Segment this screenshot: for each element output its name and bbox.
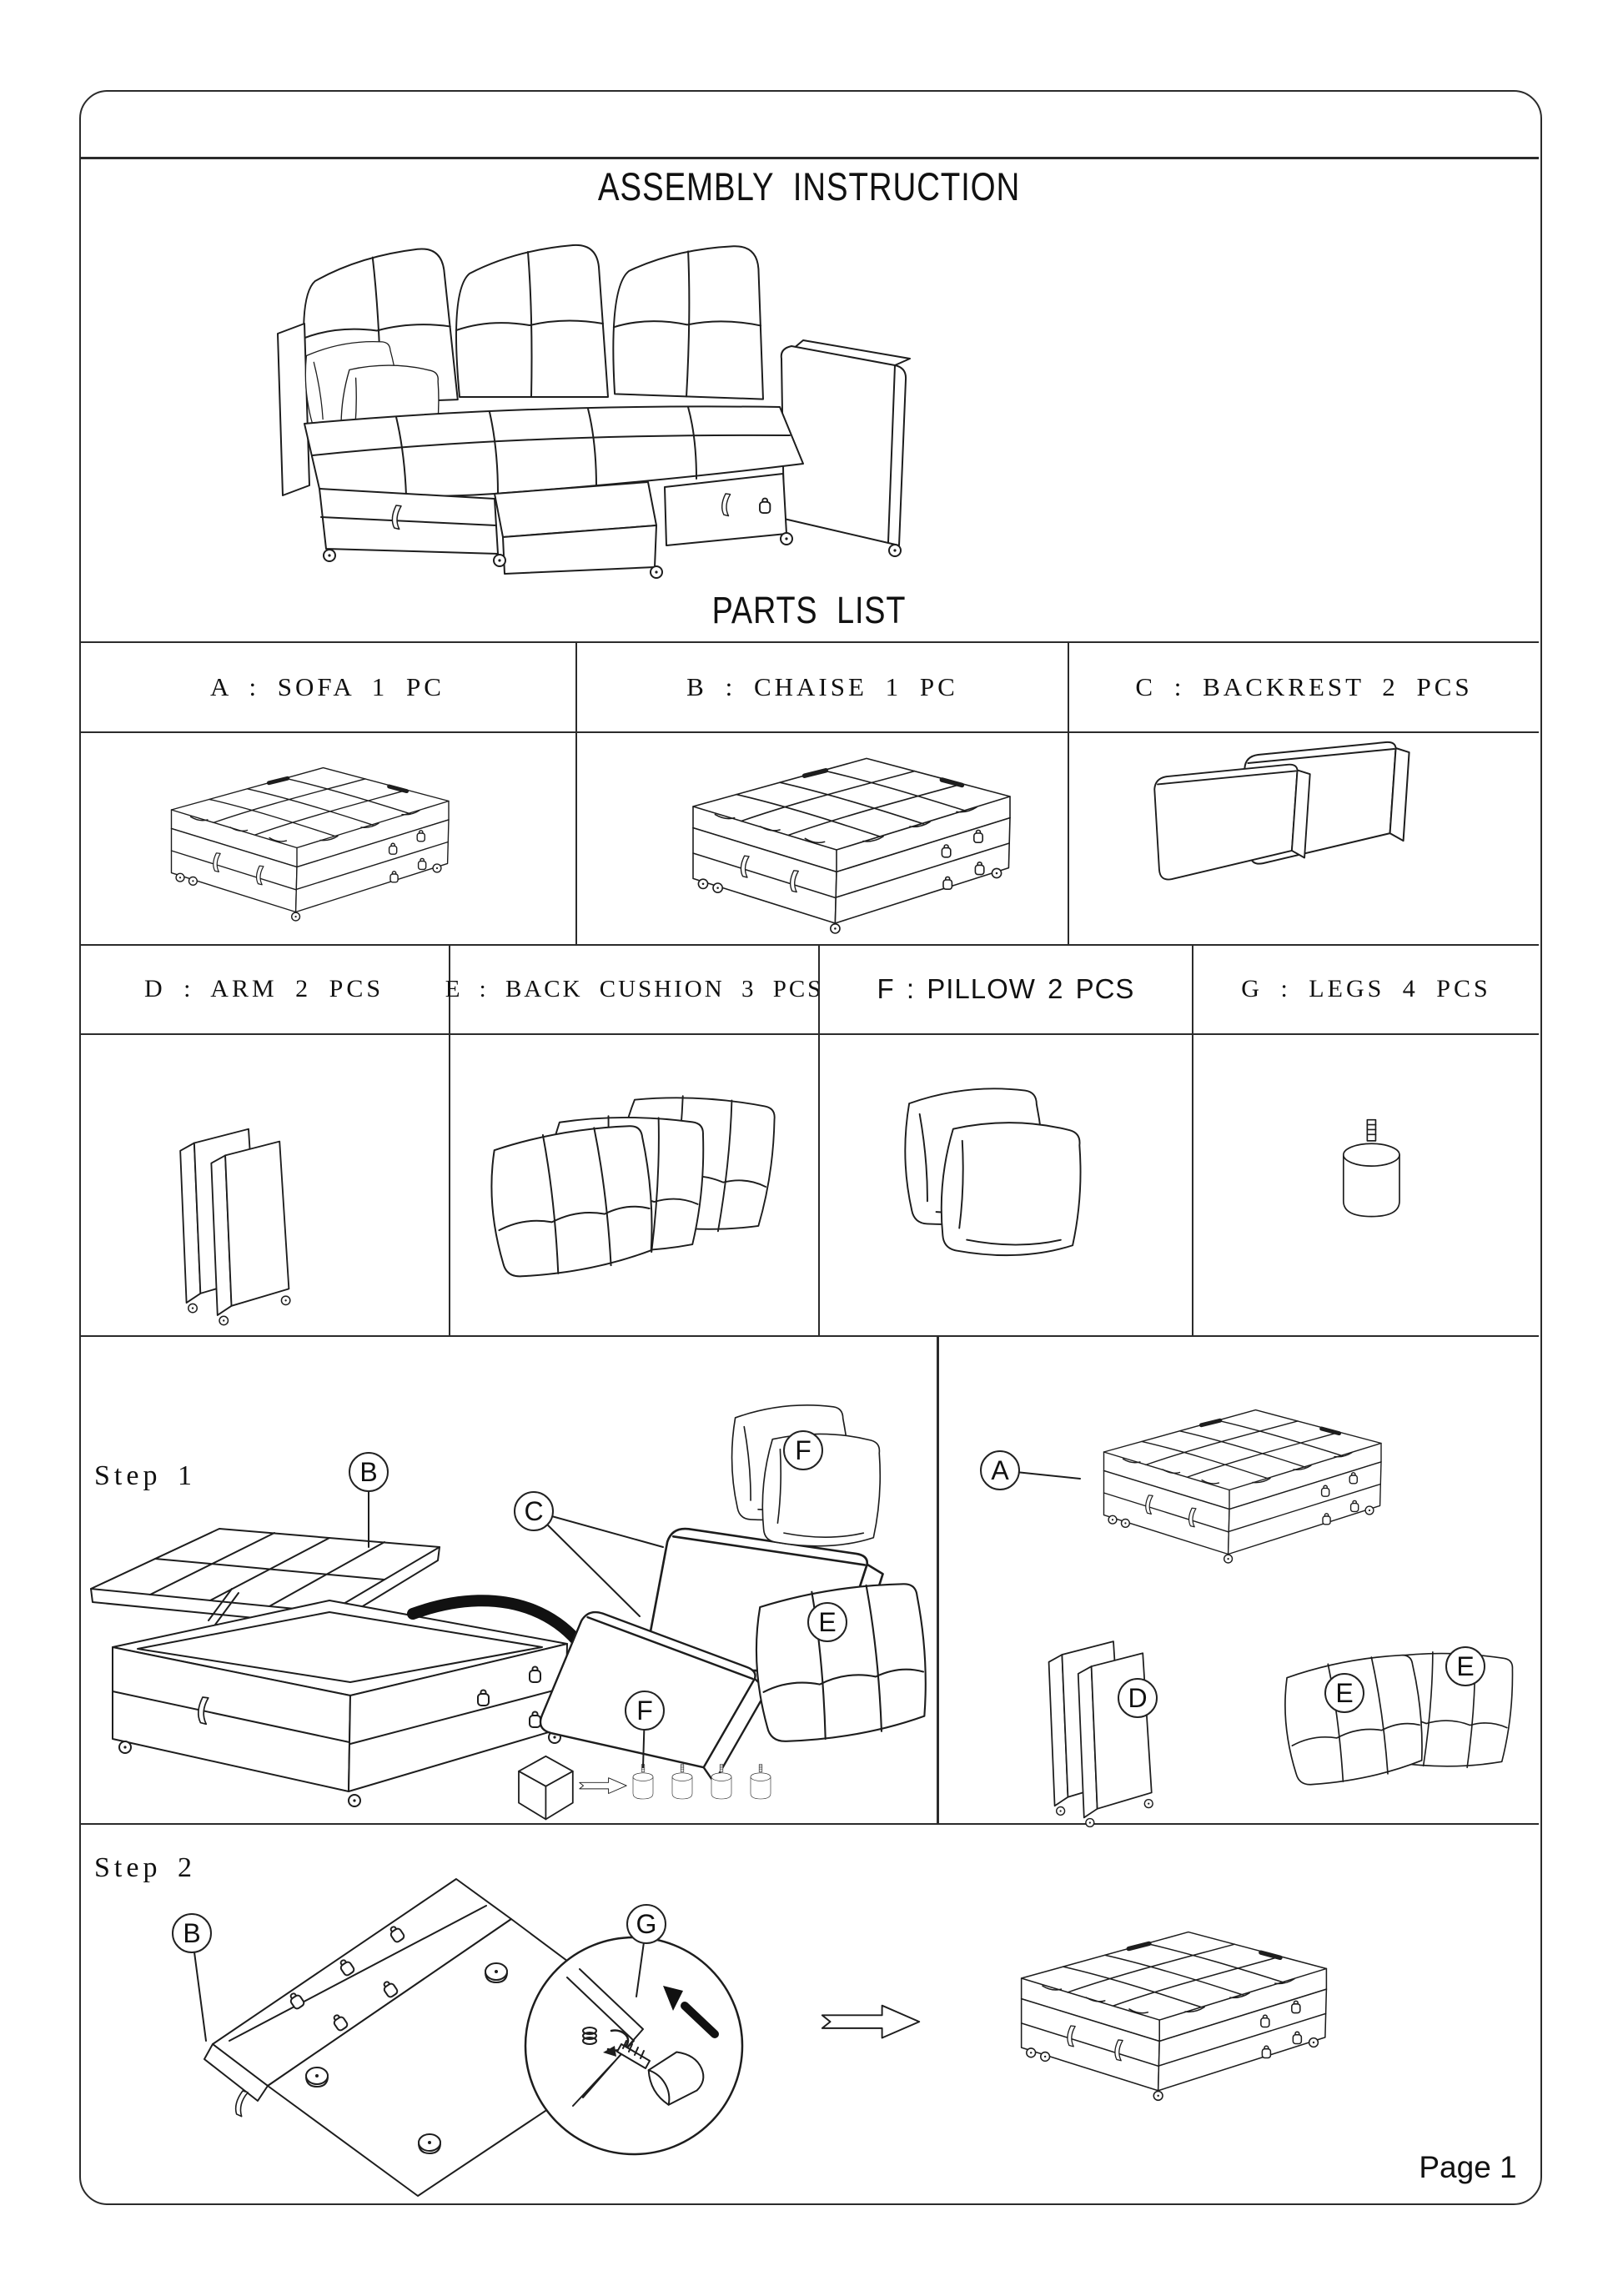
- step1-illustration: [90, 1337, 1515, 1823]
- part-header-chaise: B : CHAISE 1 PC: [575, 643, 1068, 731]
- part-header-backrest: C : BACKREST 2 PCS: [1068, 643, 1539, 731]
- callout-f-legs: F: [625, 1691, 665, 1731]
- step2-panel: Step 2 B G: [79, 1826, 1539, 2202]
- page-title: ASSEMBLY INSTRUCTION: [597, 164, 1021, 208]
- step2-label: Step 2: [94, 1851, 196, 1883]
- part-header-back-cushion: E : BACK CUSHION 3 PCS: [445, 946, 821, 1033]
- step1-divider: [937, 1337, 939, 1823]
- callout-f-pillows: F: [783, 1430, 823, 1470]
- callout-e-left: E: [1324, 1673, 1364, 1713]
- parts-header-row-2: D : ARM 2 PCS E : BACK CUSHION 3 PCS F :…: [79, 946, 1539, 1035]
- callout-c-backrest: C: [514, 1491, 554, 1531]
- part-header-pillow: F : PILLOW 2 PCS: [818, 946, 1192, 1033]
- parts-image-row-2: [79, 1034, 1539, 1337]
- step1-panel: Step 1 B C F E F A D E E: [79, 1337, 1539, 1825]
- callout-e-right: E: [1445, 1646, 1485, 1686]
- callout-e-cushion: E: [807, 1602, 847, 1642]
- step1-label: Step 1: [94, 1460, 196, 1491]
- step2-illustration: [191, 1877, 1539, 2197]
- callout-a-sofa: A: [980, 1450, 1020, 1490]
- callout-b-chaise: B: [349, 1452, 389, 1492]
- callout-d-arms: D: [1118, 1678, 1158, 1718]
- callout-g-leg: G: [626, 1903, 666, 1944]
- top-rule: [79, 157, 1539, 159]
- page-border: [79, 90, 1542, 2205]
- part-header-arm: D : ARM 2 PCS: [143, 975, 384, 1003]
- part-header-sofa: A : SOFA 1 PC: [210, 671, 445, 701]
- page-number: Page 1: [1419, 2150, 1517, 2184]
- parts-list-title: PARTS LIST: [711, 589, 907, 631]
- callout-b-flipped-chaise: B: [172, 1912, 212, 1953]
- parts-header-row-1: A : SOFA 1 PC B : CHAISE 1 PC C : BACKRE…: [79, 643, 1539, 733]
- parts-image-row-1: [79, 732, 1539, 946]
- parts-table: A : SOFA 1 PC B : CHAISE 1 PC C : BACKRE…: [79, 641, 1539, 1337]
- part-header-legs: G : LEGS 4 PCS: [1192, 946, 1539, 1033]
